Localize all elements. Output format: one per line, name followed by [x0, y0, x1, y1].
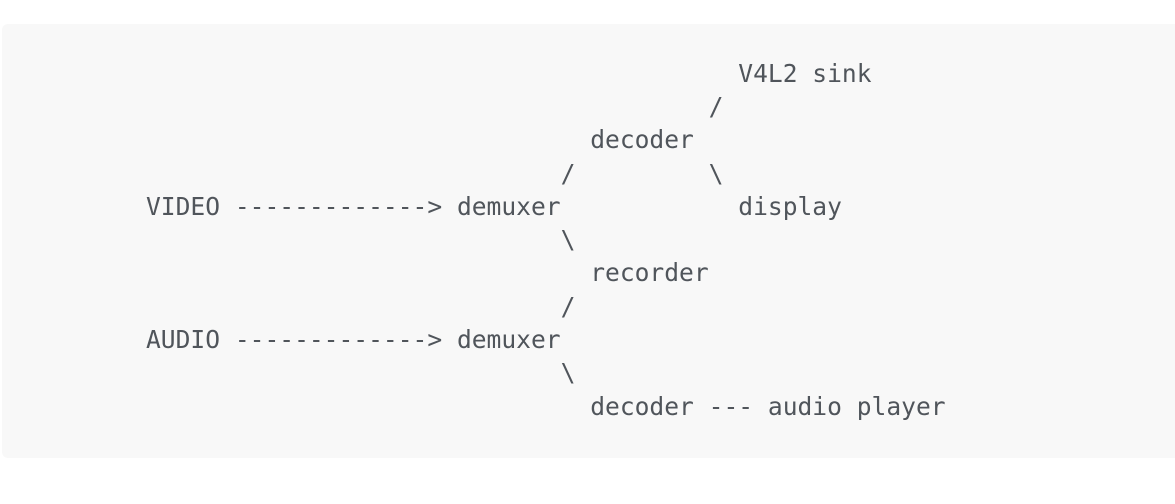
ascii-pipeline-diagram: V4L2 sink / decoder / \ VIDEO ----------… [146, 58, 946, 421]
code-block: V4L2 sink / decoder / \ VIDEO ----------… [2, 24, 1175, 458]
page: V4L2 sink / decoder / \ VIDEO ----------… [0, 24, 1175, 458]
